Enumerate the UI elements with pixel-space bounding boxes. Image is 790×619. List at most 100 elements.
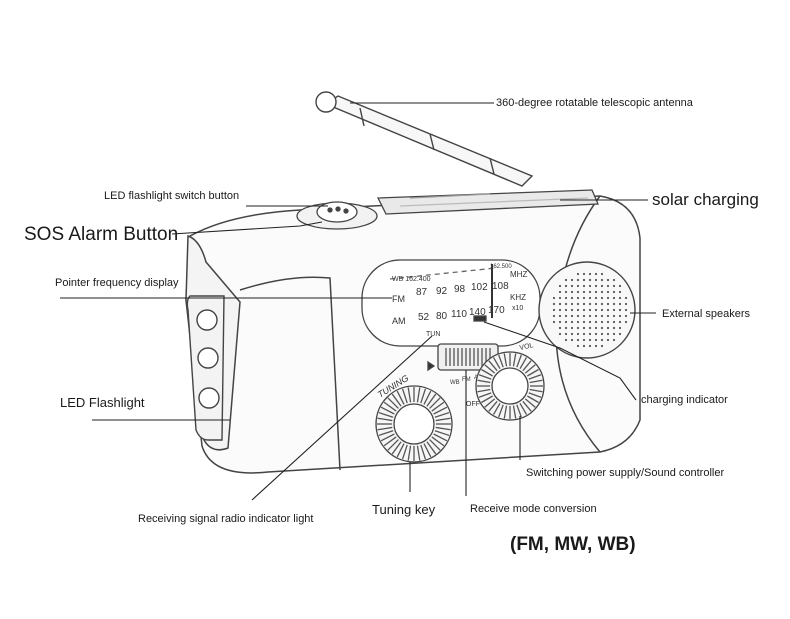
speaker-hole: [600, 326, 604, 330]
speaker-hole: [552, 302, 556, 306]
knob-ridge: [391, 393, 402, 407]
modes-label: (FM, MW, WB): [510, 534, 636, 555]
speaker-hole: [606, 308, 610, 312]
speaker-hole: [582, 284, 586, 288]
speaker-hole: [582, 296, 586, 300]
pointer-display-label: Pointer frequency display: [55, 277, 179, 289]
speaker-hole: [552, 320, 556, 324]
speaker-hole: [588, 284, 592, 288]
speaker-hole: [600, 302, 604, 306]
speaker-hole: [558, 302, 562, 306]
knob-ridge: [423, 390, 432, 405]
speaker-hole: [582, 278, 586, 282]
speaker: [538, 261, 636, 359]
speaker-hole: [582, 302, 586, 306]
speaker-hole: [618, 332, 622, 336]
knob-ridge: [380, 433, 395, 442]
knob-ridge: [407, 387, 412, 403]
knob-ridge: [435, 417, 451, 422]
knob-ridge: [401, 388, 408, 404]
knob-ridge: [429, 439, 441, 451]
speaker-hole: [564, 314, 568, 318]
speaker-hole: [582, 272, 586, 276]
speaker-hole: [600, 296, 604, 300]
speaker-hole: [582, 338, 586, 342]
fm-scale-102: 102: [471, 282, 488, 293]
knob-ridge: [435, 426, 451, 431]
power-sound-label: Switching power supply/Sound controller: [526, 467, 725, 479]
speaker-hole: [612, 332, 616, 336]
knob-ridge: [426, 441, 437, 455]
speaker-hole: [552, 308, 556, 312]
knob-ridge: [522, 400, 532, 412]
speaker-hole: [594, 308, 598, 312]
speaker-hole: [612, 308, 616, 312]
fm-scale-108: 108: [492, 281, 509, 292]
knob-ridge: [431, 401, 445, 412]
speaker-hole: [564, 332, 568, 336]
am-scale-170: 170: [488, 305, 505, 316]
am-scale-110: 110: [451, 309, 467, 320]
speaker-hole: [606, 296, 610, 300]
knob-ridge: [477, 388, 491, 393]
knob-ridge: [492, 357, 501, 370]
speaker-hole: [612, 296, 616, 300]
speaker-hole: [576, 332, 580, 336]
knob-ridge: [524, 364, 536, 374]
knob-ridge: [429, 397, 441, 409]
knob-ridge: [387, 439, 399, 451]
flashlight-panel: [186, 295, 225, 441]
speaker-hole: [564, 338, 568, 342]
speaker-hole: [588, 296, 592, 300]
knob-ridge: [377, 417, 393, 422]
speaker-hole: [600, 284, 604, 288]
knob-ridge: [488, 400, 498, 412]
led-flashlight-label: LED Flashlight: [60, 395, 145, 410]
speaker-hole: [576, 272, 580, 276]
speaker-hole: [618, 326, 622, 330]
speaker-hole: [576, 338, 580, 342]
external-speakers-label: External speakers: [662, 308, 751, 320]
speaker-hole: [582, 308, 586, 312]
mode-wb-mark: WB: [450, 380, 460, 386]
knob-ridge: [416, 445, 421, 461]
knob-ridge: [526, 368, 539, 377]
am-scale-140: 140: [469, 307, 486, 318]
speaker-hole: [576, 296, 580, 300]
mhz-unit: MHZ: [510, 270, 527, 279]
speaker-hole: [558, 284, 562, 288]
speaker-hole: [588, 344, 592, 348]
speaker-hole: [606, 314, 610, 318]
knob-ridge: [488, 360, 498, 372]
speaker-hole: [600, 272, 604, 276]
speaker-hole: [606, 302, 610, 306]
speaker-hole: [588, 278, 592, 282]
speaker-hole: [618, 302, 622, 306]
speaker-hole: [600, 278, 604, 282]
fm-scale-98: 98: [454, 284, 466, 295]
speaker-hole: [576, 278, 580, 282]
charging-indicator-label: charging indicator: [641, 394, 728, 406]
speaker-hole: [582, 314, 586, 318]
knob-ridge: [498, 404, 504, 418]
speaker-hole: [594, 338, 598, 342]
speaker-hole: [576, 326, 580, 330]
x10-unit: x10: [512, 305, 523, 312]
knob-ridge: [396, 443, 405, 458]
speaker-hole: [570, 314, 574, 318]
speaker-hole: [606, 278, 610, 282]
knob-ridge: [383, 436, 397, 447]
speaker-hole: [588, 302, 592, 306]
speaker-hole: [618, 320, 622, 324]
speaker-hole: [588, 272, 592, 276]
speaker-hole: [612, 278, 616, 282]
speaker-hole: [558, 290, 562, 294]
speaker-hole: [624, 296, 628, 300]
am-band-label: AM: [392, 316, 406, 326]
speaker-hole: [570, 302, 574, 306]
sos-alarm-label: SOS Alarm Button: [24, 224, 179, 245]
speaker-hole: [570, 308, 574, 312]
knob-ridge: [528, 392, 542, 398]
